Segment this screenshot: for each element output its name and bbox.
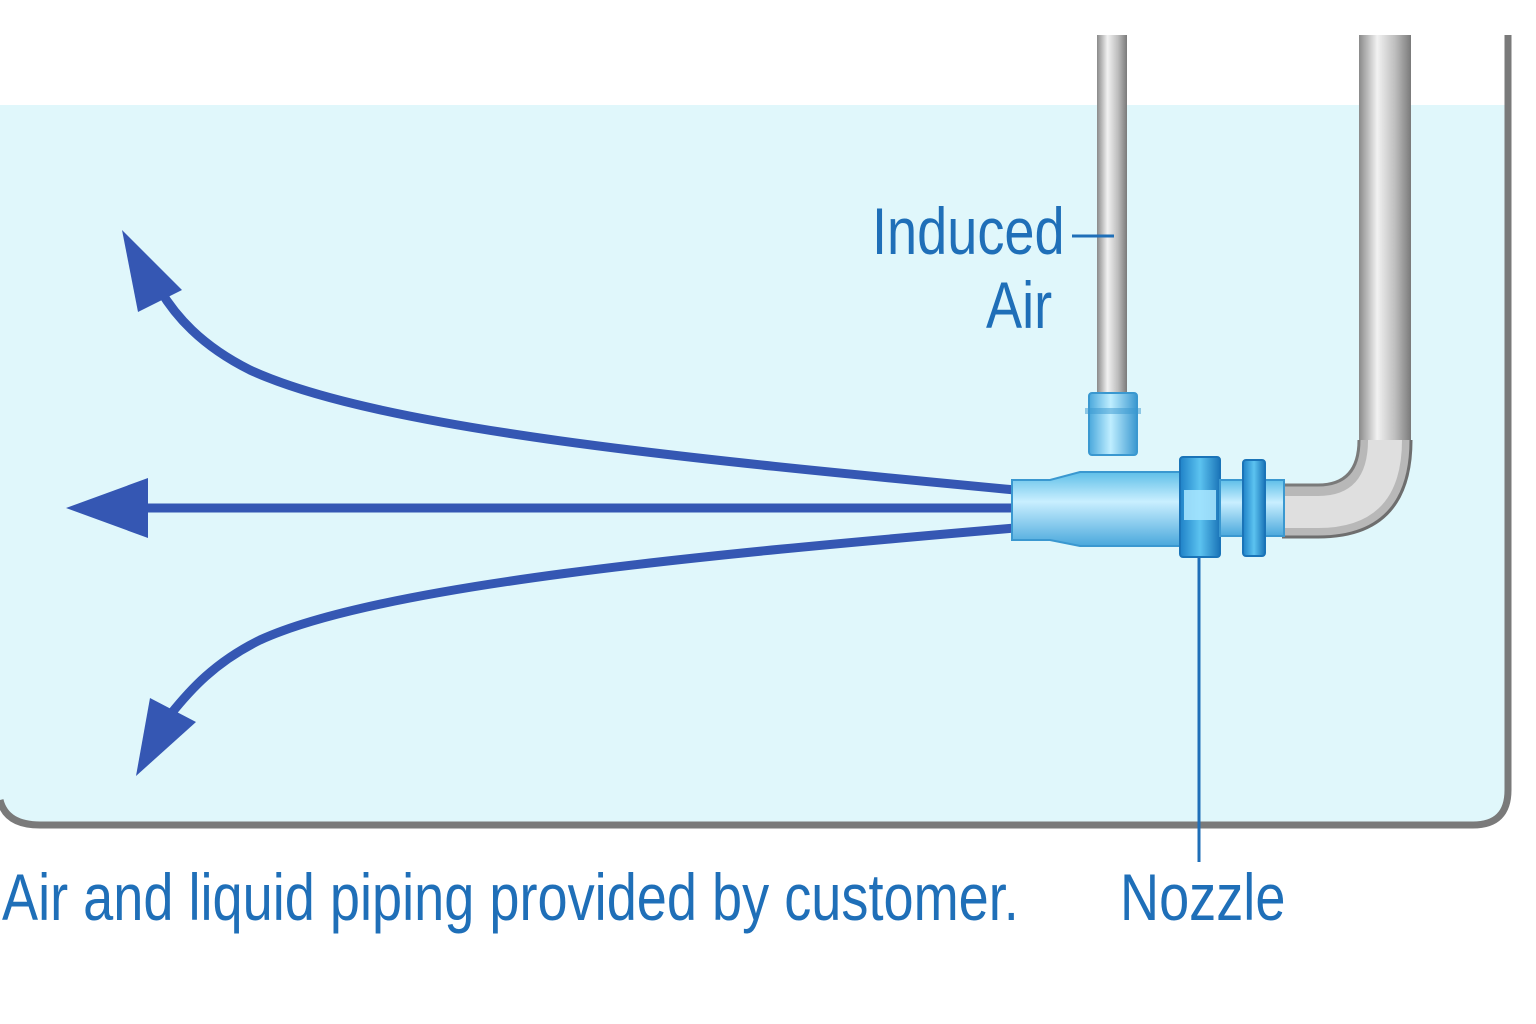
induced-air-label-line2: Air [986, 268, 1053, 342]
arrowhead-upper [122, 230, 182, 312]
flow-arrow-lower [165, 523, 1020, 720]
arrowhead-lower [136, 698, 196, 776]
nozzle-label: Nozzle [1120, 860, 1286, 934]
diagram-caption: Air and liquid piping provided by custom… [2, 860, 1019, 934]
arrowhead-middle [66, 478, 148, 538]
induced-air-label-line1: Induced [872, 194, 1065, 268]
flow-arrow-icon [135, 285, 1020, 720]
flow-arrow-upper [155, 285, 1020, 495]
tank-wall [0, 35, 1512, 829]
liquid-supply-pipe [1282, 35, 1413, 539]
induced-air-pipe [1097, 35, 1127, 395]
eductor-nozzle-icon [1011, 392, 1285, 558]
